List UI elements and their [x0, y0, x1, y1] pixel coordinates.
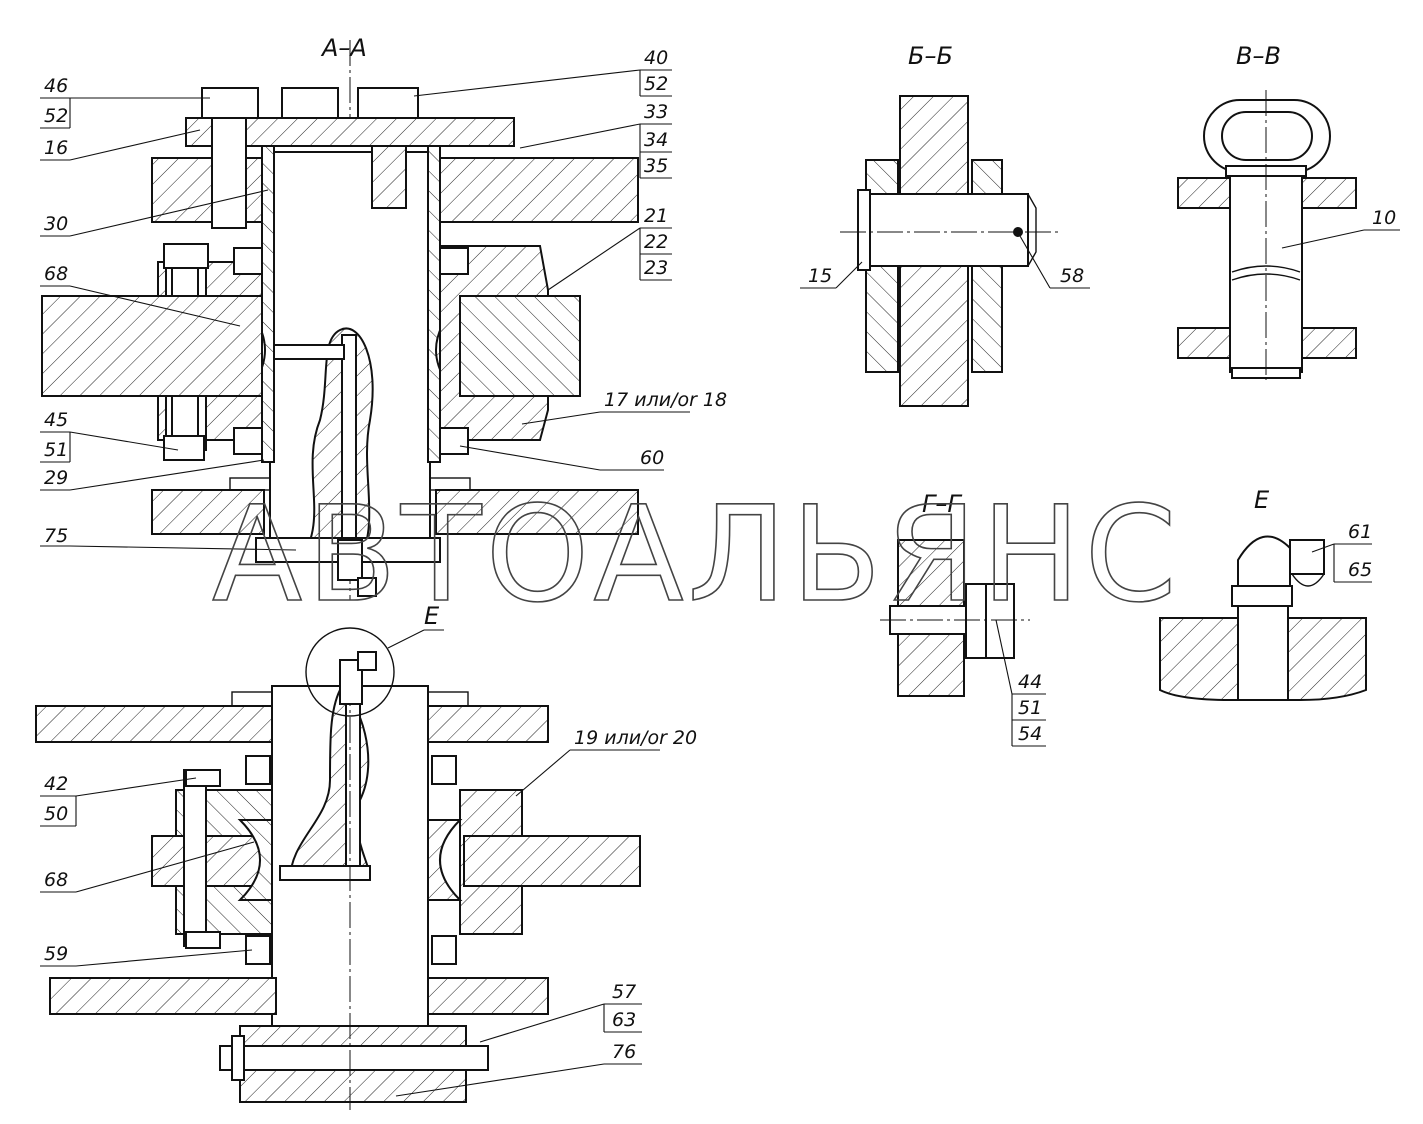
callout-68: 68	[44, 263, 68, 285]
leader-lines	[40, 69, 1400, 1097]
section-gg-title: Г–Г	[922, 490, 962, 518]
callout-45: 45	[44, 409, 68, 431]
callout-50: 50	[44, 803, 68, 825]
callout-51: 51	[1018, 697, 1042, 719]
callout-76: 76	[612, 1041, 636, 1063]
callout-29: 29	[44, 467, 68, 489]
callout-10: 10	[1372, 207, 1396, 229]
callout-19-20: 19 или/or 20	[574, 727, 697, 749]
callout-65: 65	[1348, 559, 1372, 581]
callout-68: 68	[44, 869, 68, 891]
view-e-title: Е	[1254, 486, 1270, 514]
watermark: АВТОАЛЬЯНС	[212, 478, 1181, 632]
callout-30: 30	[44, 213, 68, 235]
section-lower: Е	[35, 602, 641, 1110]
callout-58: 58	[1060, 265, 1084, 287]
callout-61: 61	[1348, 521, 1372, 543]
callout-21: 21	[644, 205, 668, 227]
callout-54: 54	[1018, 723, 1042, 745]
callout-16: 16	[44, 137, 68, 159]
callout-63: 63	[612, 1009, 636, 1031]
section-gg: Г–Г	[880, 490, 1030, 697]
callout-52: 52	[644, 73, 668, 95]
callout-52: 52	[44, 105, 68, 127]
callout-75: 75	[44, 525, 68, 547]
callout-22: 22	[644, 231, 668, 253]
callout-17-18: 17 или/or 18	[604, 389, 727, 411]
callout-35: 35	[644, 155, 668, 177]
callout-33: 33	[644, 101, 668, 123]
callout-57: 57	[612, 981, 636, 1003]
callout-51: 51	[44, 439, 68, 461]
callout-60: 60	[640, 447, 664, 469]
section-vv: В–В	[1177, 42, 1357, 380]
callout-44: 44	[1018, 671, 1042, 693]
callout-labels: 46 52 16 30 68 45 51 29 75 40 52 33 34 3…	[44, 47, 1396, 1063]
section-vv-title: В–В	[1236, 42, 1281, 70]
callout-34: 34	[644, 129, 668, 151]
view-e-marker: Е	[424, 602, 440, 630]
section-aa: А–А	[41, 34, 639, 600]
view-e: Е	[1159, 486, 1367, 701]
section-bb-title: Б–Б	[908, 42, 953, 70]
callout-15: 15	[808, 265, 832, 287]
callout-46: 46	[44, 75, 68, 97]
callout-42: 42	[44, 773, 68, 795]
callout-40: 40	[644, 47, 668, 69]
section-bb: Б–Б	[840, 42, 1060, 407]
section-aa-title: А–А	[320, 34, 367, 62]
callout-23: 23	[644, 257, 668, 279]
callout-59: 59	[44, 943, 68, 965]
